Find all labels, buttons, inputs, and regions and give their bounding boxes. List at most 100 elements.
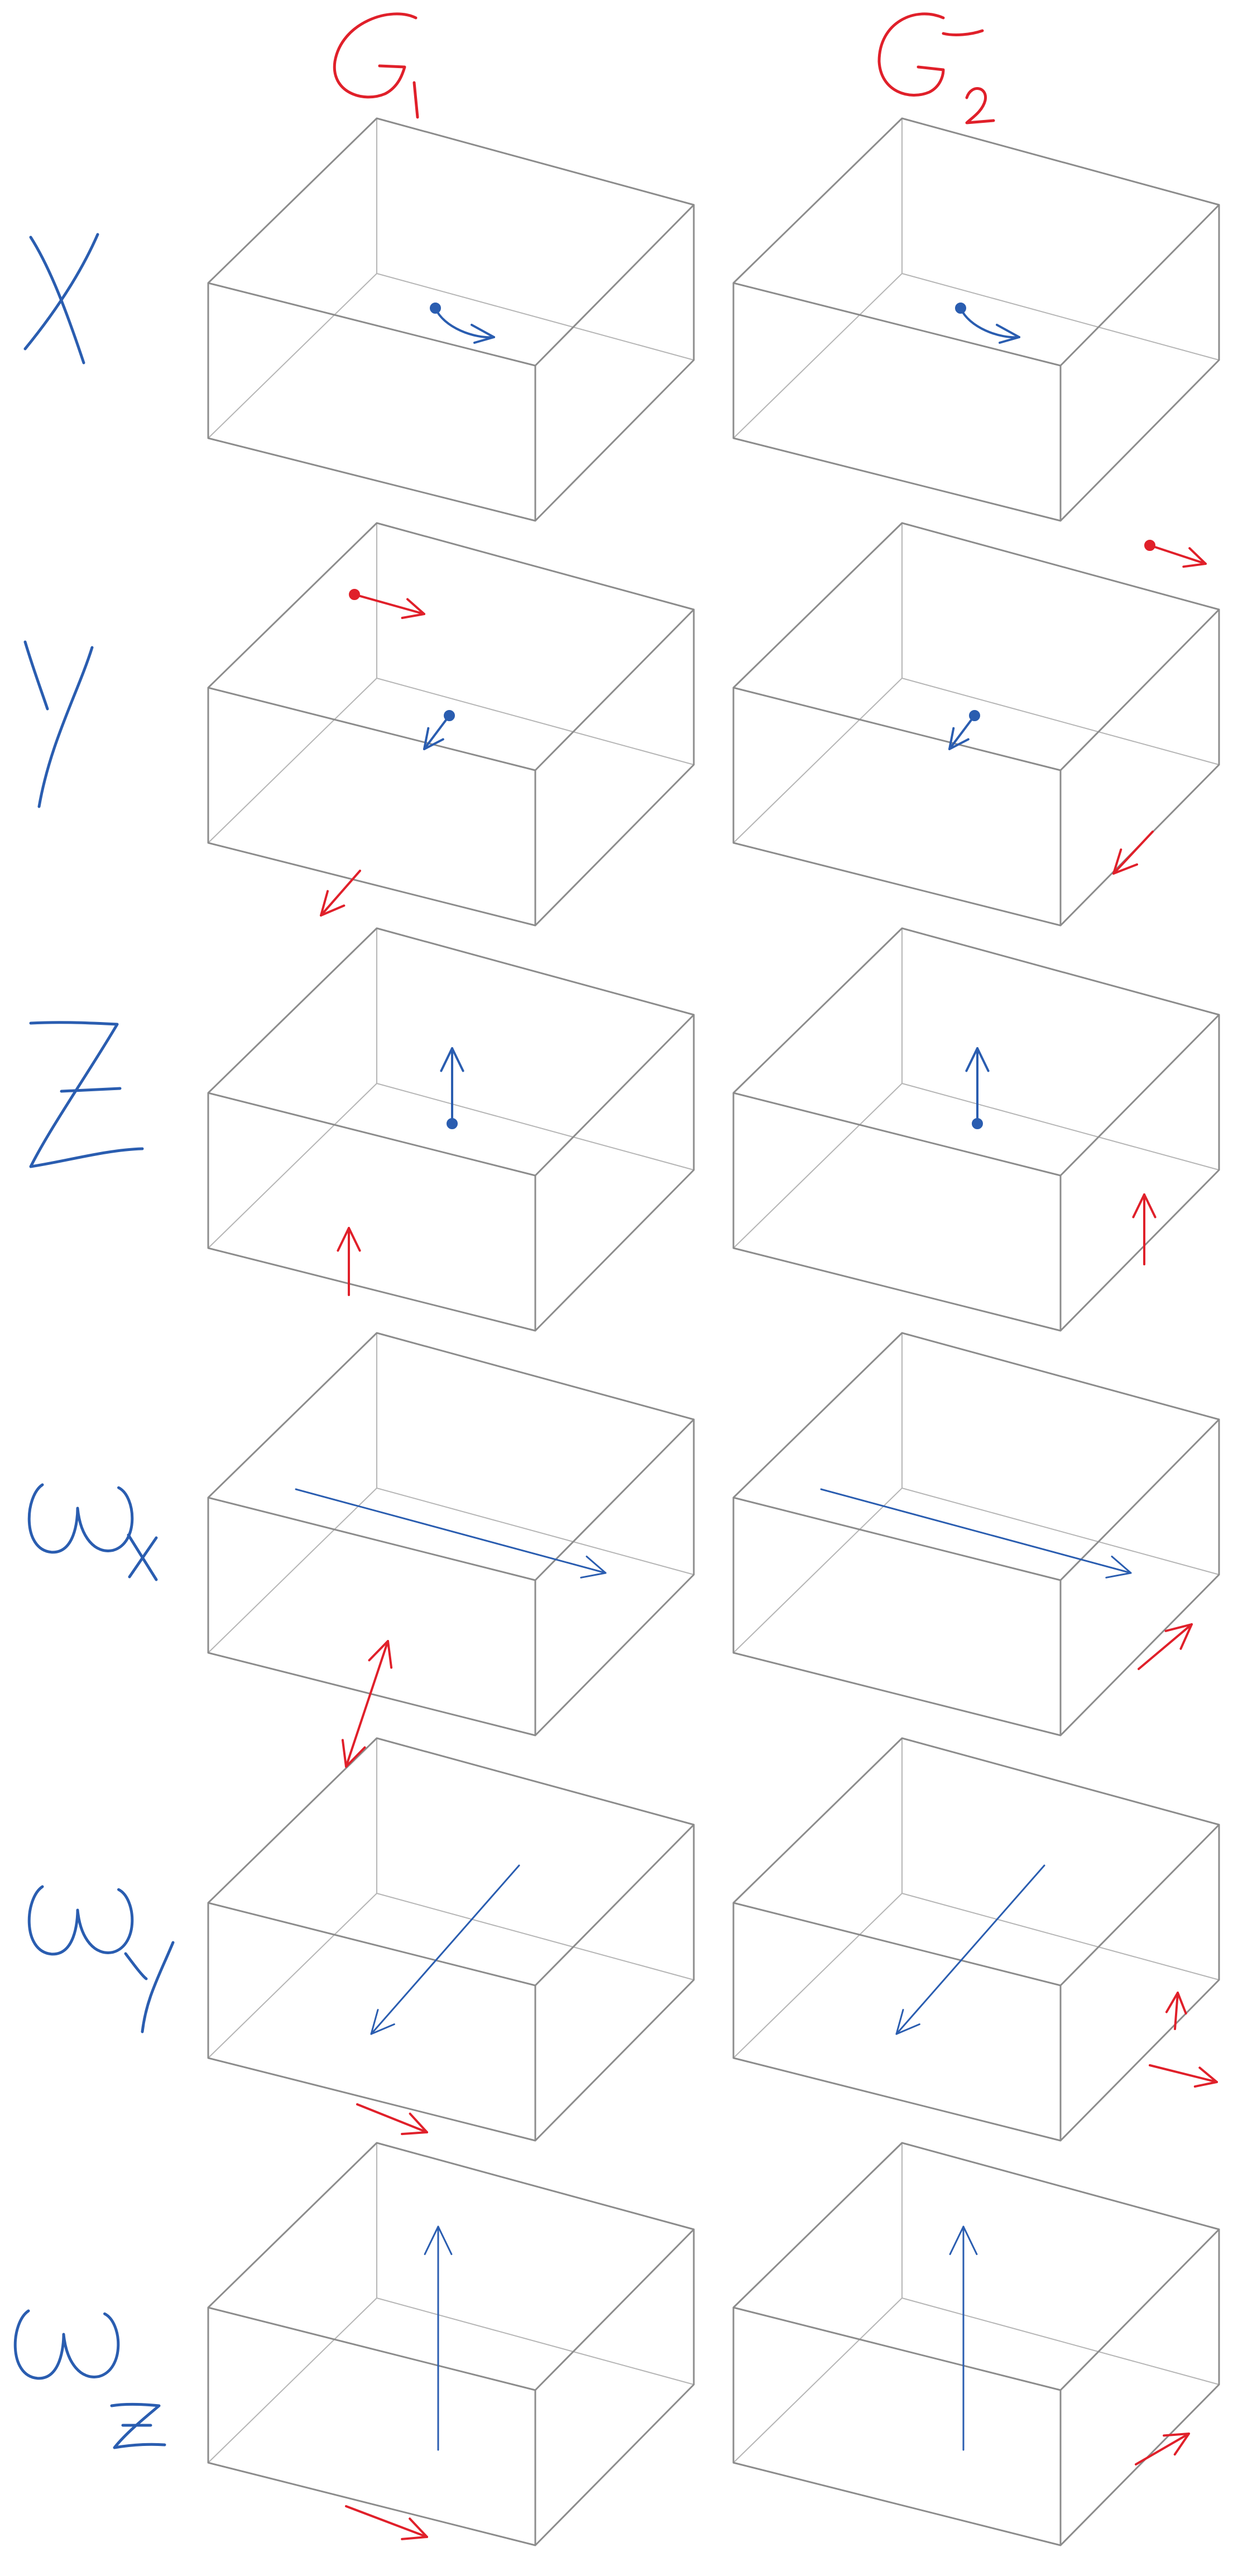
subscript-z [110,2402,166,2449]
red-y-g1-arrow-head [320,890,346,917]
blue-wz-axis-g2 [949,2225,978,2451]
red-wy-g1-arrow [356,2103,428,2136]
blue-wz-axis-g1-head [424,2225,453,2255]
box-wz-g1 [207,2142,695,2546]
g2-letter-G [877,12,984,97]
red-wy-g2-arrow-right-shaft [1149,2064,1218,2083]
box-hidden-edges [733,1332,1220,1653]
blue-arrows-layer [295,303,1132,2451]
y-stroke-1 [23,640,49,711]
box-hidden-edges [208,2142,694,2463]
red-y-g2-arrow-shaft [1112,831,1154,875]
blue-z-g1 [440,1047,464,1129]
blue-y-g2 [948,710,980,750]
box-edges [207,2142,695,2546]
row-label-wz-ink [13,2309,166,2449]
red-x-g2-arrow-head [1182,547,1207,568]
red-x-g1-arrow-head [401,598,425,619]
omega-z [13,2309,120,2380]
red-wx-g2-arrow [1138,1623,1193,1670]
red-wx-g2-arrow-shaft [1138,1623,1193,1670]
red-wy-g2-arrow-up-head [1165,1992,1187,2015]
box-hidden-edges [733,118,1220,439]
blue-y-arrow [423,714,450,750]
red-wz-g2-arrow [1135,2433,1190,2465]
blue-wx-axis-g1 [295,1488,607,1579]
blue-z-g2 [965,1047,990,1129]
box-z-g2 [732,927,1220,1332]
box-edges [207,117,695,522]
handwritten-labels-layer [13,12,995,2449]
column-header-g2 [877,12,995,124]
y-stroke-2 [37,646,94,808]
red-wx-g1-arrow-shaft [345,1640,389,1768]
red-arrows-layer [320,540,1218,2540]
row-label-y-ink [23,640,94,808]
g1-letter-G [333,12,418,99]
red-wz-g2-arrow-head [1163,2433,1190,2456]
box-x-g2 [732,117,1220,522]
red-y-g2-arrow-head [1112,848,1138,875]
red-wx-g2-arrow-head [1164,1623,1193,1650]
box-wy-g2 [732,1737,1220,2142]
blue-x-g1 [430,303,495,344]
row-label-wy-ink [27,1885,175,2033]
omega-y [27,1885,134,1956]
blue-wy-axis-g1-shaft [370,1864,520,2035]
box-edges [732,1737,1220,2142]
box-hidden-edges [208,928,694,1249]
red-wx-g1-arrow-head [368,1640,393,1669]
box-hidden-edges [733,928,1220,1249]
box-hidden-edges [208,1738,694,2059]
red-wx-g1-arrow [341,1640,393,1768]
red-wy-g2-arrow-right [1149,2064,1218,2088]
blue-x-arrow-head [996,324,1020,344]
box-z-g1 [207,927,695,1332]
blue-wz-axis-g2-head [949,2225,978,2255]
boxes-layer [207,117,1220,2546]
row-label-x-ink [23,233,99,364]
red-x-g1-arrow [353,593,425,619]
box-hidden-edges [733,2142,1220,2463]
omega-x [27,1483,134,1554]
box-wz-g2 [732,2142,1220,2546]
column-header-g1 [333,12,419,119]
blue-y-arrow-shaft [423,714,450,750]
blue-wy-axis-g2 [895,1864,1045,2035]
box-hidden-edges [208,1332,694,1653]
red-wy-g1-arrow-shaft [356,2103,428,2133]
box-y-g2 [732,522,1220,927]
box-wx-g1 [207,1332,695,1736]
box-edges [732,2142,1220,2546]
z-bar [60,1087,122,1093]
box-edges [732,1332,1220,1736]
red-z-g2-arrow [1132,1193,1157,1265]
red-wx-g1-arrow-head [341,1739,366,1768]
red-y-g1-arrow [320,870,361,917]
x-stroke-1 [29,236,85,364]
red-wy-g2-arrow-up [1165,1992,1187,2030]
red-wz-g1-arrow [345,2505,428,2540]
red-wz-g1-arrow-shaft [345,2505,428,2538]
box-x-g1 [207,117,695,522]
red-wy-g2-arrow-right-head [1193,2066,1218,2088]
g1-subscript-1 [412,81,419,119]
blue-y-arrow [948,714,976,750]
box-hidden-edges [733,1738,1220,2059]
blue-y-arrow-shaft [948,714,976,750]
red-wy-g2-arrow-up-shaft [1174,1992,1179,2030]
blue-wy-axis-g2-head [895,2009,920,2035]
box-y-g1 [207,522,695,927]
blue-z-arrow-head [440,1047,464,1072]
blue-z-arrow-head [965,1047,990,1072]
blue-wy-axis-g1 [370,1864,520,2035]
blue-z-arrow [440,1047,464,1125]
red-z-g1-arrow [337,1227,361,1296]
blue-wx-axis-g1-shaft [295,1488,607,1574]
blue-x-arrow-head [471,324,495,344]
blue-wy-axis-g1-head [370,2009,395,2035]
red-y-g1-arrow-shaft [320,870,361,917]
blue-x-arrow [959,307,1020,339]
red-wy-g1-arrow-head [401,2112,428,2136]
